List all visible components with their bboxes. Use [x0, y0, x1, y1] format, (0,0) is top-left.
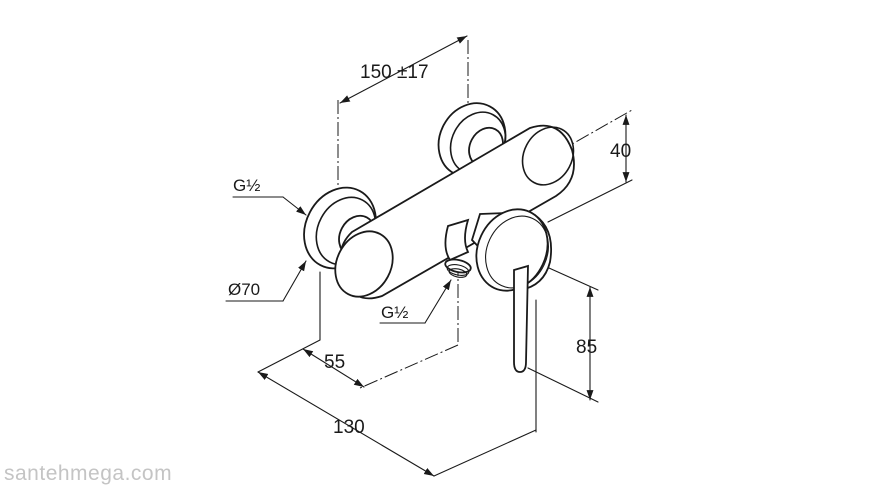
- callout-o70-label: Ø70: [228, 280, 260, 299]
- callout-escutcheon-diameter: Ø70: [225, 260, 307, 302]
- dim-150-label: 150 ±17: [360, 62, 429, 83]
- dim-40-label: 40: [610, 141, 631, 162]
- dimension-150: 150 ±17: [339, 35, 468, 104]
- dimension-85: 85: [576, 286, 597, 401]
- dim-85-label: 85: [576, 337, 597, 358]
- dim-130-label: 130: [333, 417, 365, 438]
- callout-outlet-thread: G½: [379, 279, 452, 324]
- lever-handle: [513, 264, 529, 373]
- lever-cylinder: [470, 208, 552, 292]
- callout-g12-outlet-label: G½: [381, 303, 408, 322]
- dimension-55: 55: [302, 348, 365, 388]
- dimension-40: 40: [610, 114, 631, 183]
- dimension-130: 130: [257, 339, 537, 477]
- mixer-body: [303, 102, 575, 373]
- callout-inlet-thread: G½: [232, 176, 307, 216]
- callout-g12-inlet-label: G½: [233, 176, 260, 195]
- outlet-nozzle: [444, 218, 472, 278]
- main-cylinder: [334, 124, 575, 300]
- watermark: santehmega.com: [4, 462, 172, 485]
- dim-55-label: 55: [324, 352, 345, 373]
